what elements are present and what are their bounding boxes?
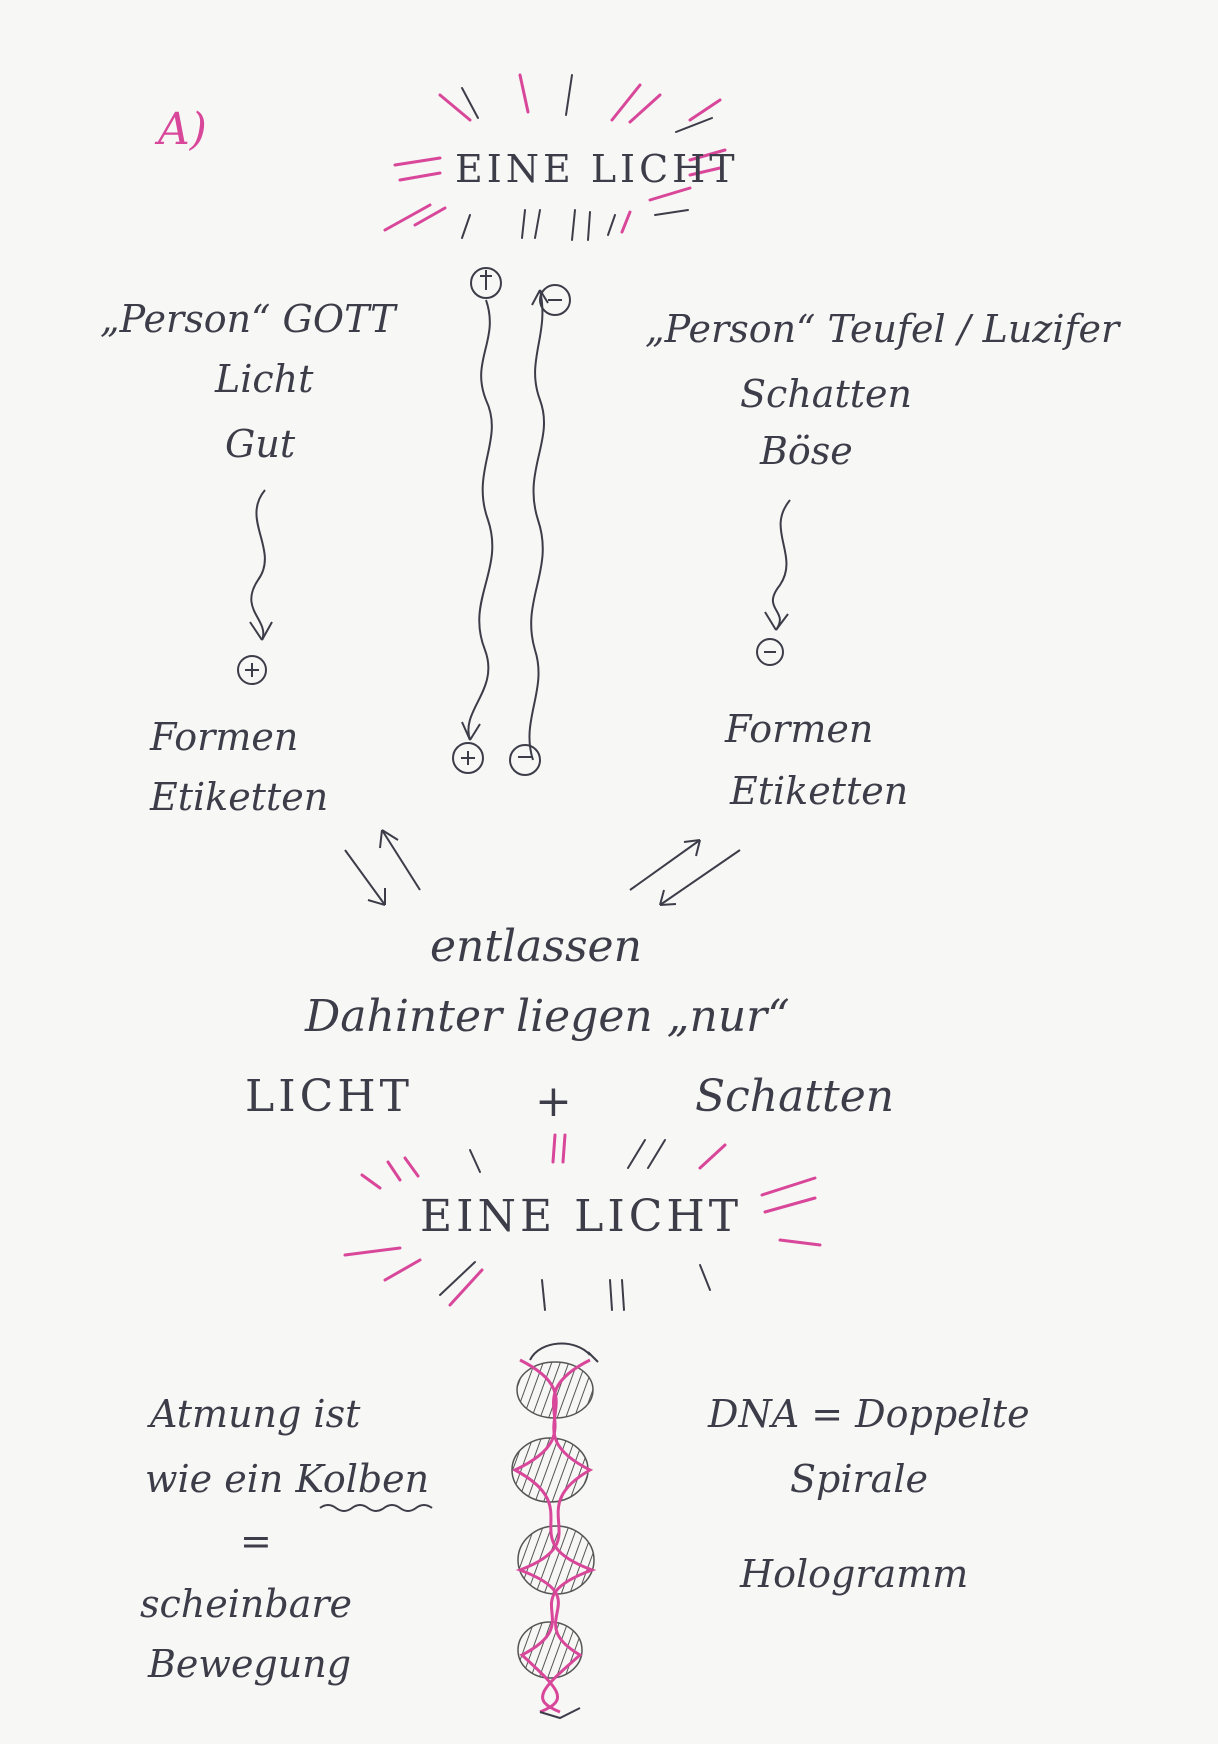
plus-sign: + (535, 1080, 572, 1124)
left-line-gut: Gut (225, 425, 295, 463)
right-arrow-down (757, 500, 790, 665)
shadow-word: Schatten (695, 1075, 894, 1119)
right-line-schatten: Schatten (740, 375, 912, 413)
dna-line2: Spirale (790, 1460, 928, 1498)
light-word: LICHT (245, 1075, 413, 1119)
left-person-title: „Person“ GOTT (100, 300, 395, 338)
dna-helix (512, 1344, 598, 1718)
right-line-boese: Böse (760, 432, 853, 470)
left-forms: Formen (150, 718, 298, 756)
breath-line4: Bewegung (148, 1645, 351, 1683)
release-text: entlassen (430, 925, 642, 969)
right-double-arrows (630, 840, 740, 905)
right-labels: Etiketten (730, 772, 908, 810)
left-arrow-down (238, 490, 272, 684)
section-label: A) (158, 108, 207, 152)
left-labels: Etiketten (150, 778, 328, 816)
breath-line2-start: wie ein (145, 1457, 295, 1501)
behind-text: Dahinter liegen „nur“ (305, 995, 790, 1039)
center-wavy-lines (453, 268, 570, 775)
breath-line1: Atmung ist (150, 1395, 360, 1433)
breath-line3: scheinbare (140, 1585, 352, 1623)
left-line-licht: Licht (215, 360, 313, 398)
breath-equals: = (240, 1522, 272, 1560)
breath-line2: wie ein Kolben (145, 1460, 429, 1498)
light-top-title: EINE LICHT (455, 150, 739, 188)
dna-line1: DNA = Doppelte (708, 1395, 1030, 1433)
kolben-underline (320, 1505, 432, 1511)
left-double-arrows (345, 830, 420, 905)
breath-kolben: Kolben (295, 1457, 429, 1501)
dna-line3: Hologramm (740, 1555, 968, 1593)
light-bottom-title: EINE LICHT (420, 1195, 742, 1239)
right-forms: Formen (725, 710, 873, 748)
right-person-title: „Person“ Teufel / Luzifer (645, 310, 1119, 348)
